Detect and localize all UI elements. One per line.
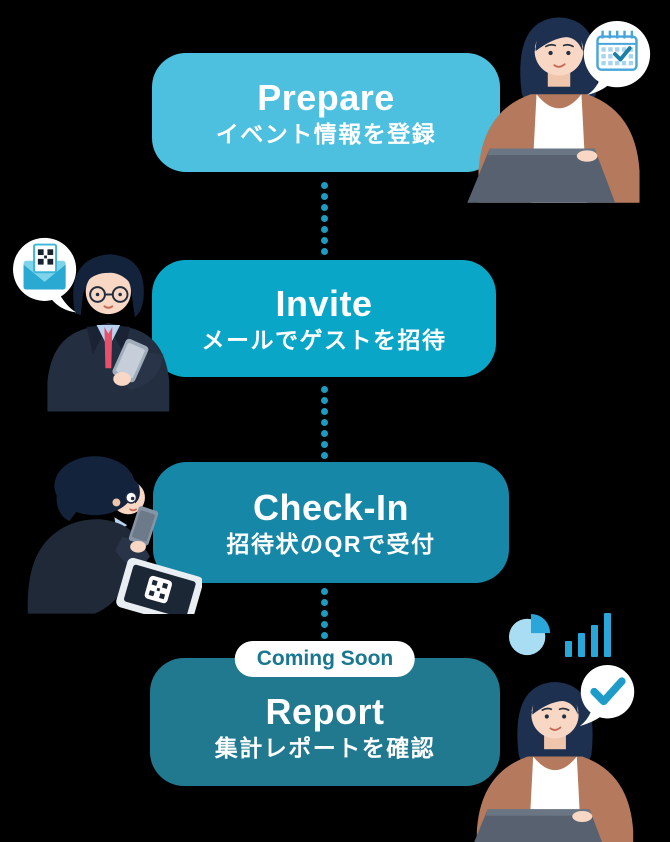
dot xyxy=(321,215,328,222)
pie-chart-icon xyxy=(508,613,551,656)
step-title-report: Report xyxy=(265,691,385,732)
dot xyxy=(321,588,328,595)
connector-dots-1 xyxy=(321,182,328,255)
step-subtitle-report: 集計レポートを確認 xyxy=(214,735,436,761)
dot xyxy=(321,408,328,415)
step-subtitle-checkin: 招待状のQRで受付 xyxy=(226,530,436,557)
dot xyxy=(321,610,328,617)
check-mark-icon xyxy=(579,665,635,727)
dot xyxy=(321,237,328,244)
step-card-checkin: Check-In 招待状のQRで受付 xyxy=(153,462,509,583)
connector-dots-3 xyxy=(321,588,328,639)
dot xyxy=(321,599,328,606)
envelope-qr-icon xyxy=(13,237,77,313)
step-subtitle-prepare: イベント情報を登録 xyxy=(215,120,437,147)
step-title-prepare: Prepare xyxy=(257,76,395,118)
dot xyxy=(321,452,328,459)
step-card-prepare: Prepare イベント情報を登録 xyxy=(152,53,500,172)
dot xyxy=(321,441,328,448)
step-card-report: Coming Soon Report 集計レポートを確認 xyxy=(150,641,500,786)
pie-chart-wrap xyxy=(507,613,553,657)
dot xyxy=(321,419,328,426)
dot xyxy=(321,226,328,233)
dot xyxy=(321,430,328,437)
illustration-man-phone xyxy=(14,234,186,412)
envelope-qr-bubble xyxy=(9,234,84,322)
step-card-invite: Invite メールでゲストを招待 xyxy=(152,260,496,377)
dot xyxy=(321,621,328,628)
illustration-man-scanning xyxy=(20,446,202,614)
dot xyxy=(321,397,328,404)
dot xyxy=(321,193,328,200)
calendar-check-icon xyxy=(583,20,651,96)
dot xyxy=(321,632,328,639)
step-subtitle-invite: メールでゲストを招待 xyxy=(201,326,447,353)
dot xyxy=(321,386,328,393)
man-phone-illustration xyxy=(47,254,170,412)
coming-soon-badge: Coming Soon xyxy=(234,641,416,677)
step-title-invite: Invite xyxy=(275,282,373,324)
step-title-checkin: Check-In xyxy=(252,486,410,528)
dot xyxy=(321,248,328,255)
dot xyxy=(321,182,328,189)
check-bubble xyxy=(576,663,639,730)
bar-chart-icon xyxy=(565,613,611,657)
dot xyxy=(321,204,328,211)
bar-chart-wrap xyxy=(565,608,617,658)
man-scanning-illustration xyxy=(27,456,202,614)
connector-dots-2 xyxy=(321,386,328,459)
calendar-bubble xyxy=(577,17,655,99)
